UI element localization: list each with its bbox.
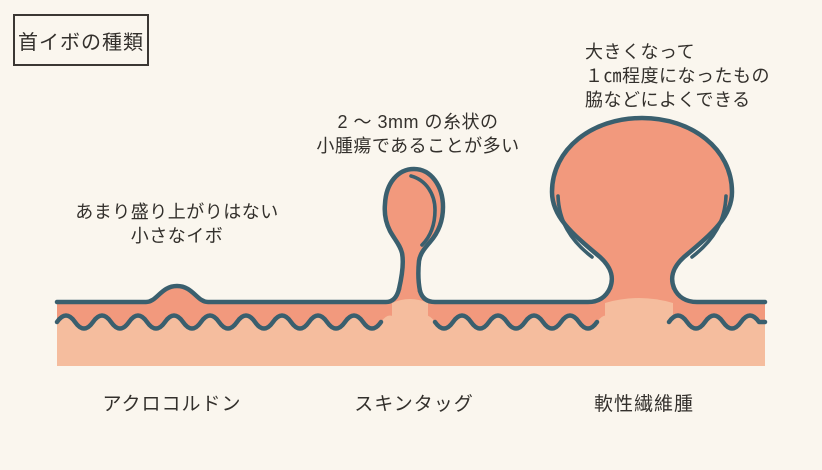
skin-tag-outline [382, 166, 446, 294]
acrochordon-bump [146, 286, 208, 303]
wavy-boundary-line [54, 313, 384, 331]
skin-tag-highlight-arc [409, 174, 437, 247]
skin-surface-line [671, 285, 768, 305]
annotation-line: 小腫瘍であることが多い [316, 136, 520, 156]
skin-tag-root-dermis [392, 299, 428, 334]
wavy-boundary-line [432, 313, 600, 331]
skin-surface-line [417, 285, 613, 305]
annotation-line: 2 ～ 3mm の糸状の [337, 112, 499, 132]
soft-fibroma-shape [552, 118, 732, 306]
fibroma-highlight-arc-right [690, 194, 728, 259]
soft-fibroma-outline [549, 115, 735, 291]
label-acrochordon: アクロコルドン [102, 394, 242, 415]
diagram-title: 首イボの種類 [13, 14, 149, 66]
fibroma-highlight-arc-left [556, 194, 594, 259]
diagram-title-text: 首イボの種類 [18, 31, 144, 54]
label-fibroma: 軟性繊維腫 [593, 394, 694, 415]
annotation-line: 大きくなって [585, 42, 696, 62]
annotation-fibroma: 大きくなって １㎝程度になったもの 脇などによくできる [585, 40, 770, 112]
skin-tag-shape [384, 169, 443, 306]
wavy-boundary-line [666, 313, 768, 331]
annotation-skin-tag: 2 ～ 3mm の糸状の 小腫瘍であることが多い [298, 110, 538, 158]
skin-surface-line [54, 283, 402, 305]
annotation-acrochordon: あまり盛り上がりはない 小さなイボ [62, 200, 292, 248]
annotation-line: 小さなイボ [130, 226, 224, 246]
annotation-line: 脇などによくできる [585, 90, 751, 110]
label-skin-tag: スキンタッグ [354, 394, 474, 415]
annotation-line: １㎝程度になったもの [585, 66, 770, 86]
annotation-line: あまり盛り上がりはない [75, 202, 279, 222]
fibroma-root-dermis [605, 298, 673, 337]
